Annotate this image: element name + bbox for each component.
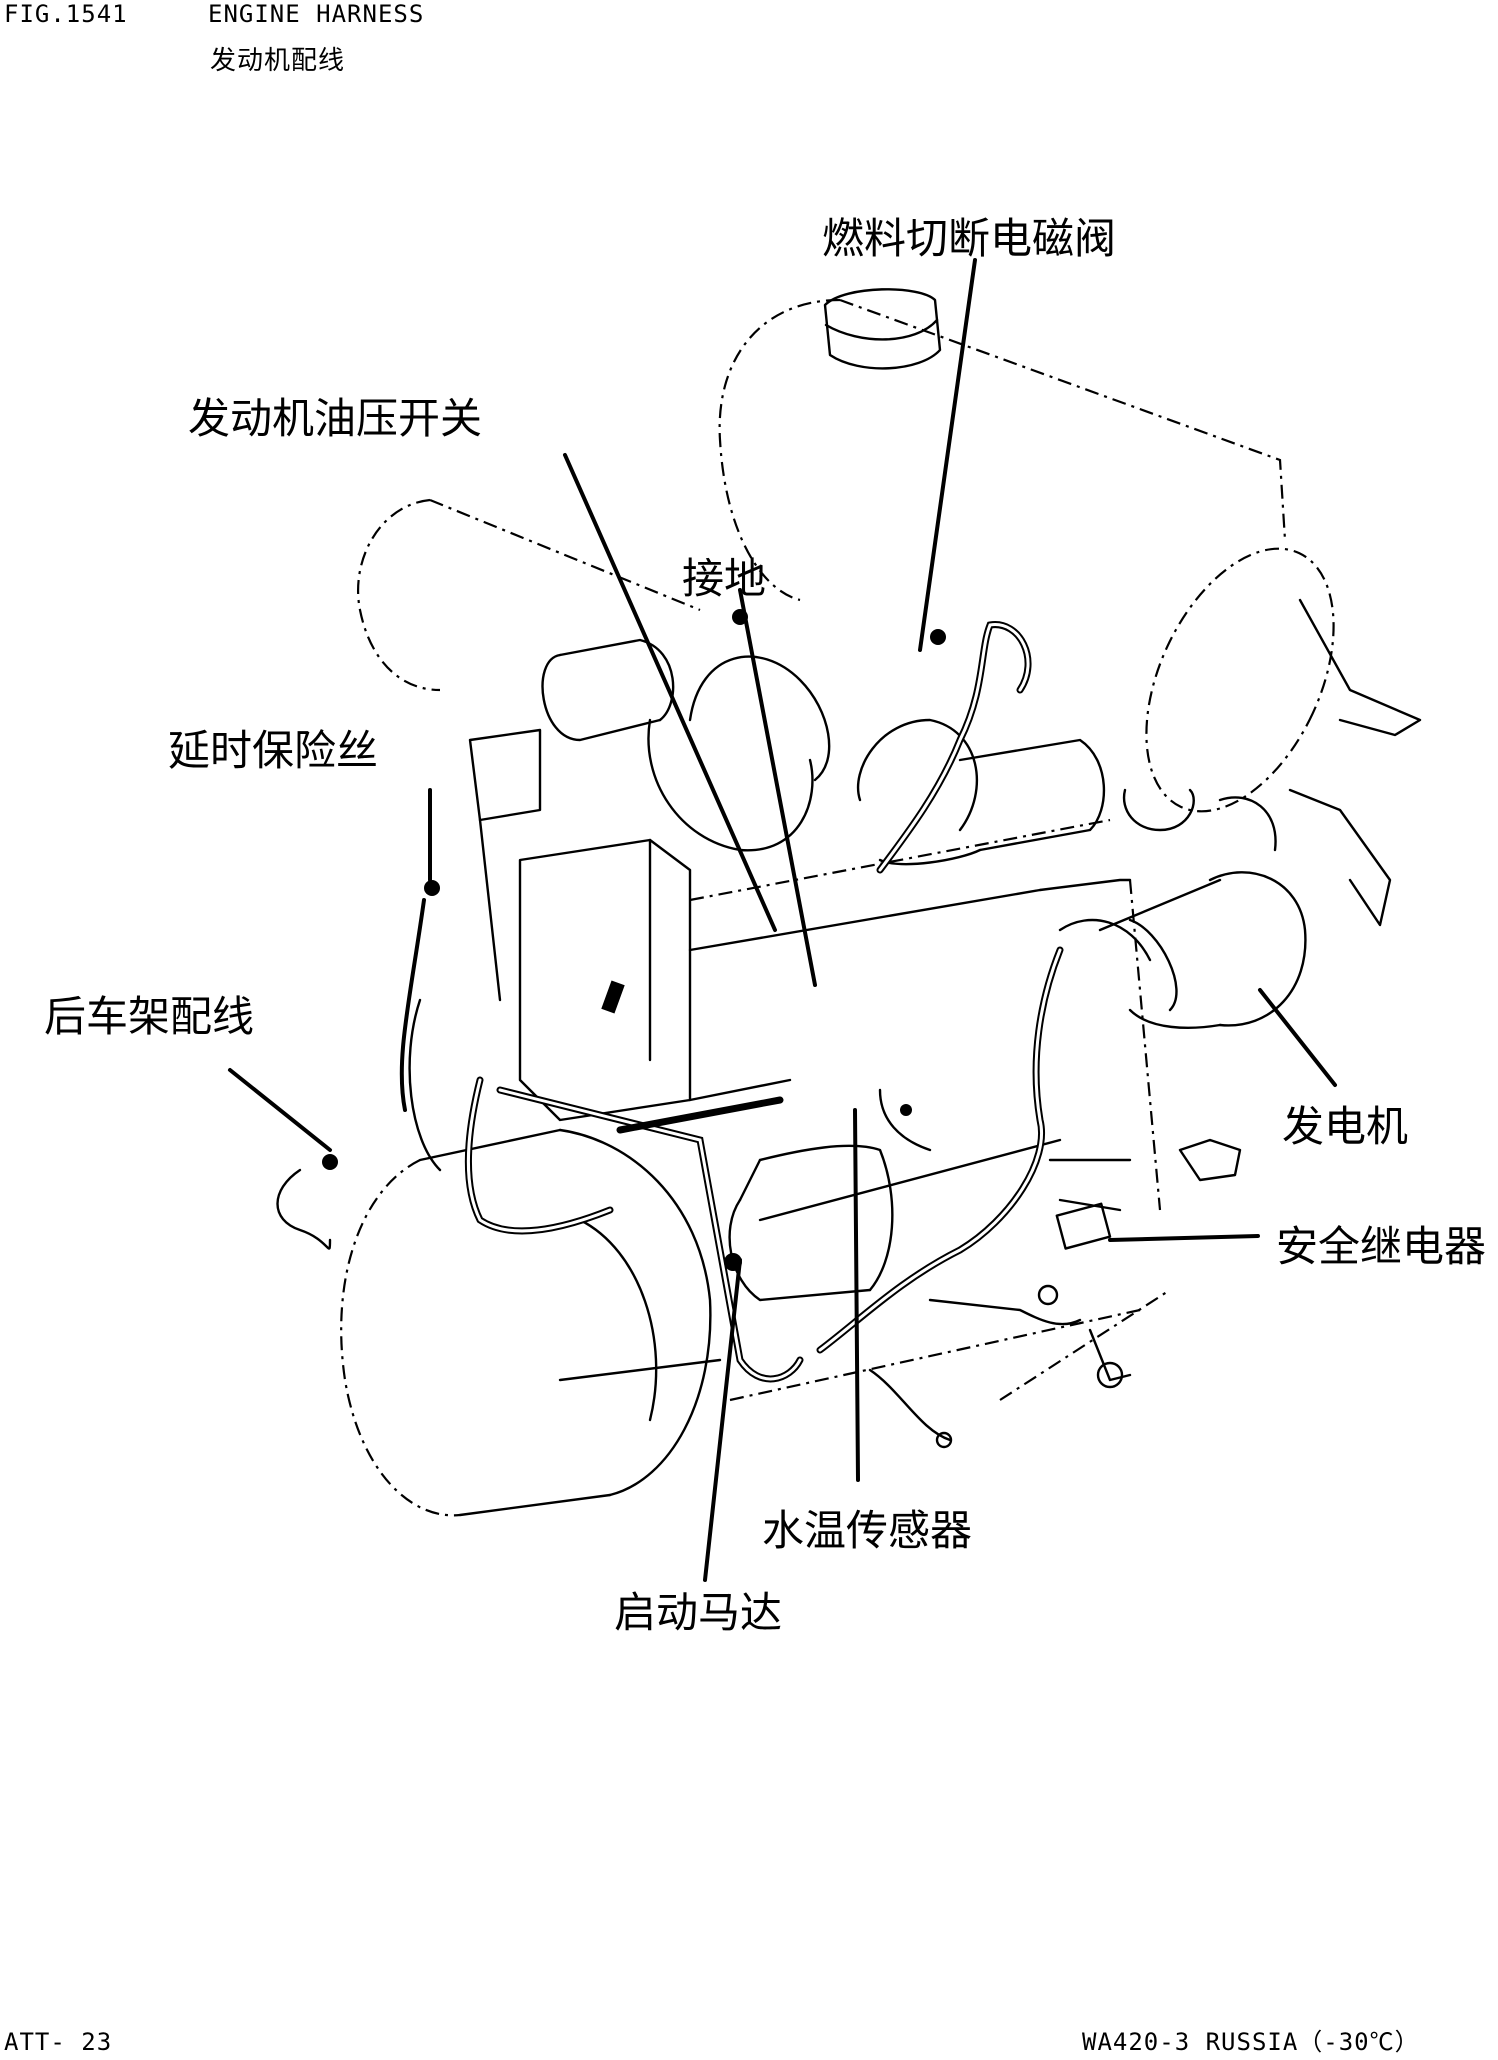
label-starting-motor: 启动马达 <box>614 1588 783 1637</box>
flywheel-housing <box>340 1128 722 1517</box>
page-reference: ATT- 23 <box>4 2028 113 2056</box>
leader-lines <box>228 258 1337 1582</box>
figure-title-cn: 发动机配线 <box>210 46 346 76</box>
figure-number: FIG.1541 <box>4 0 128 28</box>
turbocharger <box>647 655 1106 866</box>
components <box>322 609 1242 1449</box>
label-rear-frame-harness: 后车架配线 <box>44 992 255 1041</box>
label-water-temp-sensor: 水温传感器 <box>762 1506 973 1555</box>
muffler <box>357 498 701 742</box>
label-time-delay-fuse: 延时保险丝 <box>168 726 379 775</box>
label-alternator: 发电机 <box>1282 1102 1409 1151</box>
label-fuel-cut-solenoid: 燃料切断电磁阀 <box>822 214 1117 263</box>
starting-motor <box>728 1144 894 1302</box>
label-safety-relay: 安全继电器 <box>1276 1222 1487 1271</box>
label-engine-oil-pressure-switch: 发动机油压开关 <box>188 394 483 443</box>
model-designation: WA420-3 RUSSIA（-30℃） <box>1082 2028 1420 2056</box>
air-cleaner <box>718 288 1422 927</box>
label-ground: 接地 <box>682 554 767 603</box>
figure-title-en: ENGINE HARNESS <box>208 0 425 28</box>
harness-wires <box>276 621 1152 1442</box>
engine-block <box>468 728 1171 1402</box>
alternator <box>1098 788 1307 1029</box>
